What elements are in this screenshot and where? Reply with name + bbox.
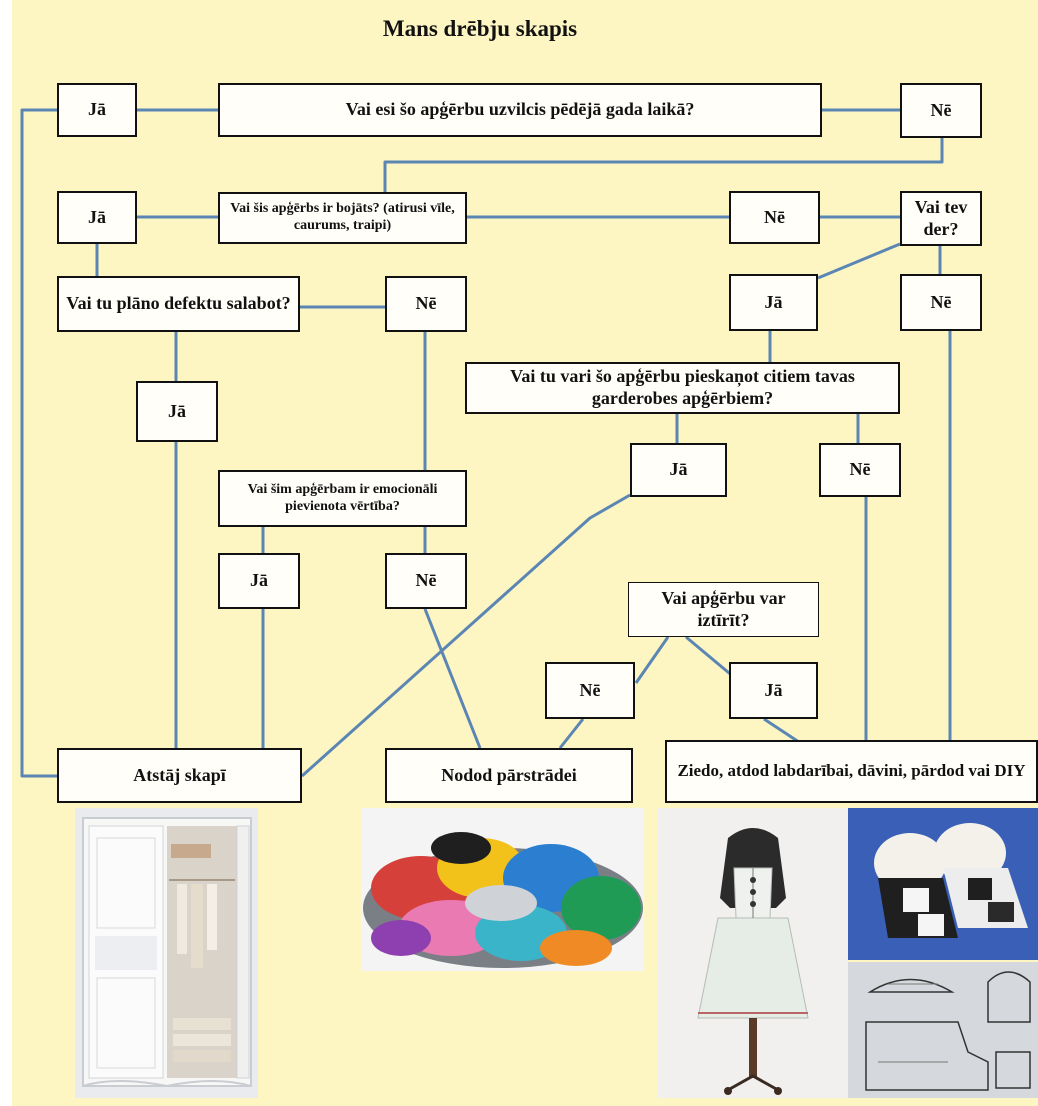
slippers-photo xyxy=(848,808,1038,960)
question-plan-repair: Vai tu plāno defektu salabot? xyxy=(57,276,300,332)
connector-no-to-q2 xyxy=(383,138,944,192)
question-emotional-value: Vai šim apģērbam ir emocionāli pievienot… xyxy=(218,470,467,527)
connector-left-loop xyxy=(20,108,57,778)
connector-no-to-recycle xyxy=(423,608,482,749)
q5-no-box: Nē xyxy=(819,443,901,497)
wardrobe-photo xyxy=(75,808,258,1098)
connector-q7-no xyxy=(634,636,670,684)
sewing-pattern-photo xyxy=(848,962,1038,1098)
q3-yes-box: Jā xyxy=(729,274,818,331)
outcome-donate-sell-diy: Ziedo, atdod labdarībai, dāvini, pārdod … xyxy=(665,740,1038,803)
question-matches-wardrobe: Vai tu vari šo apģērbu pieskaņot citiem … xyxy=(465,362,900,414)
question-can-clean: Vai apģērbu var iztīrīt? xyxy=(628,582,819,637)
q1-no-box: Nē xyxy=(900,83,982,138)
q5-yes-box: Jā xyxy=(630,443,727,497)
q6-no-box: Nē xyxy=(385,553,467,609)
apron-dress-form-photo xyxy=(658,808,848,1098)
clothes-pile-photo xyxy=(361,808,644,971)
q2-yes-box: Jā xyxy=(57,191,137,244)
q1-yes-box: Jā xyxy=(57,83,137,137)
q7-no-box: Nē xyxy=(545,662,635,719)
connector-yes-to-keep-c xyxy=(300,493,631,778)
question-damaged: Vai šis apģērbs ir bojāts? (atirusi vīle… xyxy=(218,192,467,244)
outcome-keep-in-closet: Atstāj skapī xyxy=(57,748,302,803)
page-title: Mans drēbju skapis xyxy=(382,16,578,41)
connector-q3-yes xyxy=(817,242,901,280)
q3-no-box: Nē xyxy=(900,274,982,331)
q2-no-box: Nē xyxy=(729,191,820,244)
question-fits: Vai tev der? xyxy=(900,191,982,246)
q4-no-box: Nē xyxy=(385,276,467,332)
q7-yes-box: Jā xyxy=(729,662,818,719)
q4-yes-box: Jā xyxy=(136,381,218,442)
connector-no-to-recycle-b xyxy=(558,718,585,749)
outcome-recycle: Nodod pārstrādei xyxy=(385,748,633,803)
q6-yes-box: Jā xyxy=(218,553,300,609)
question-worn-last-year: Vai esi šo apģērbu uzvilcis pēdējā gada … xyxy=(218,83,822,137)
